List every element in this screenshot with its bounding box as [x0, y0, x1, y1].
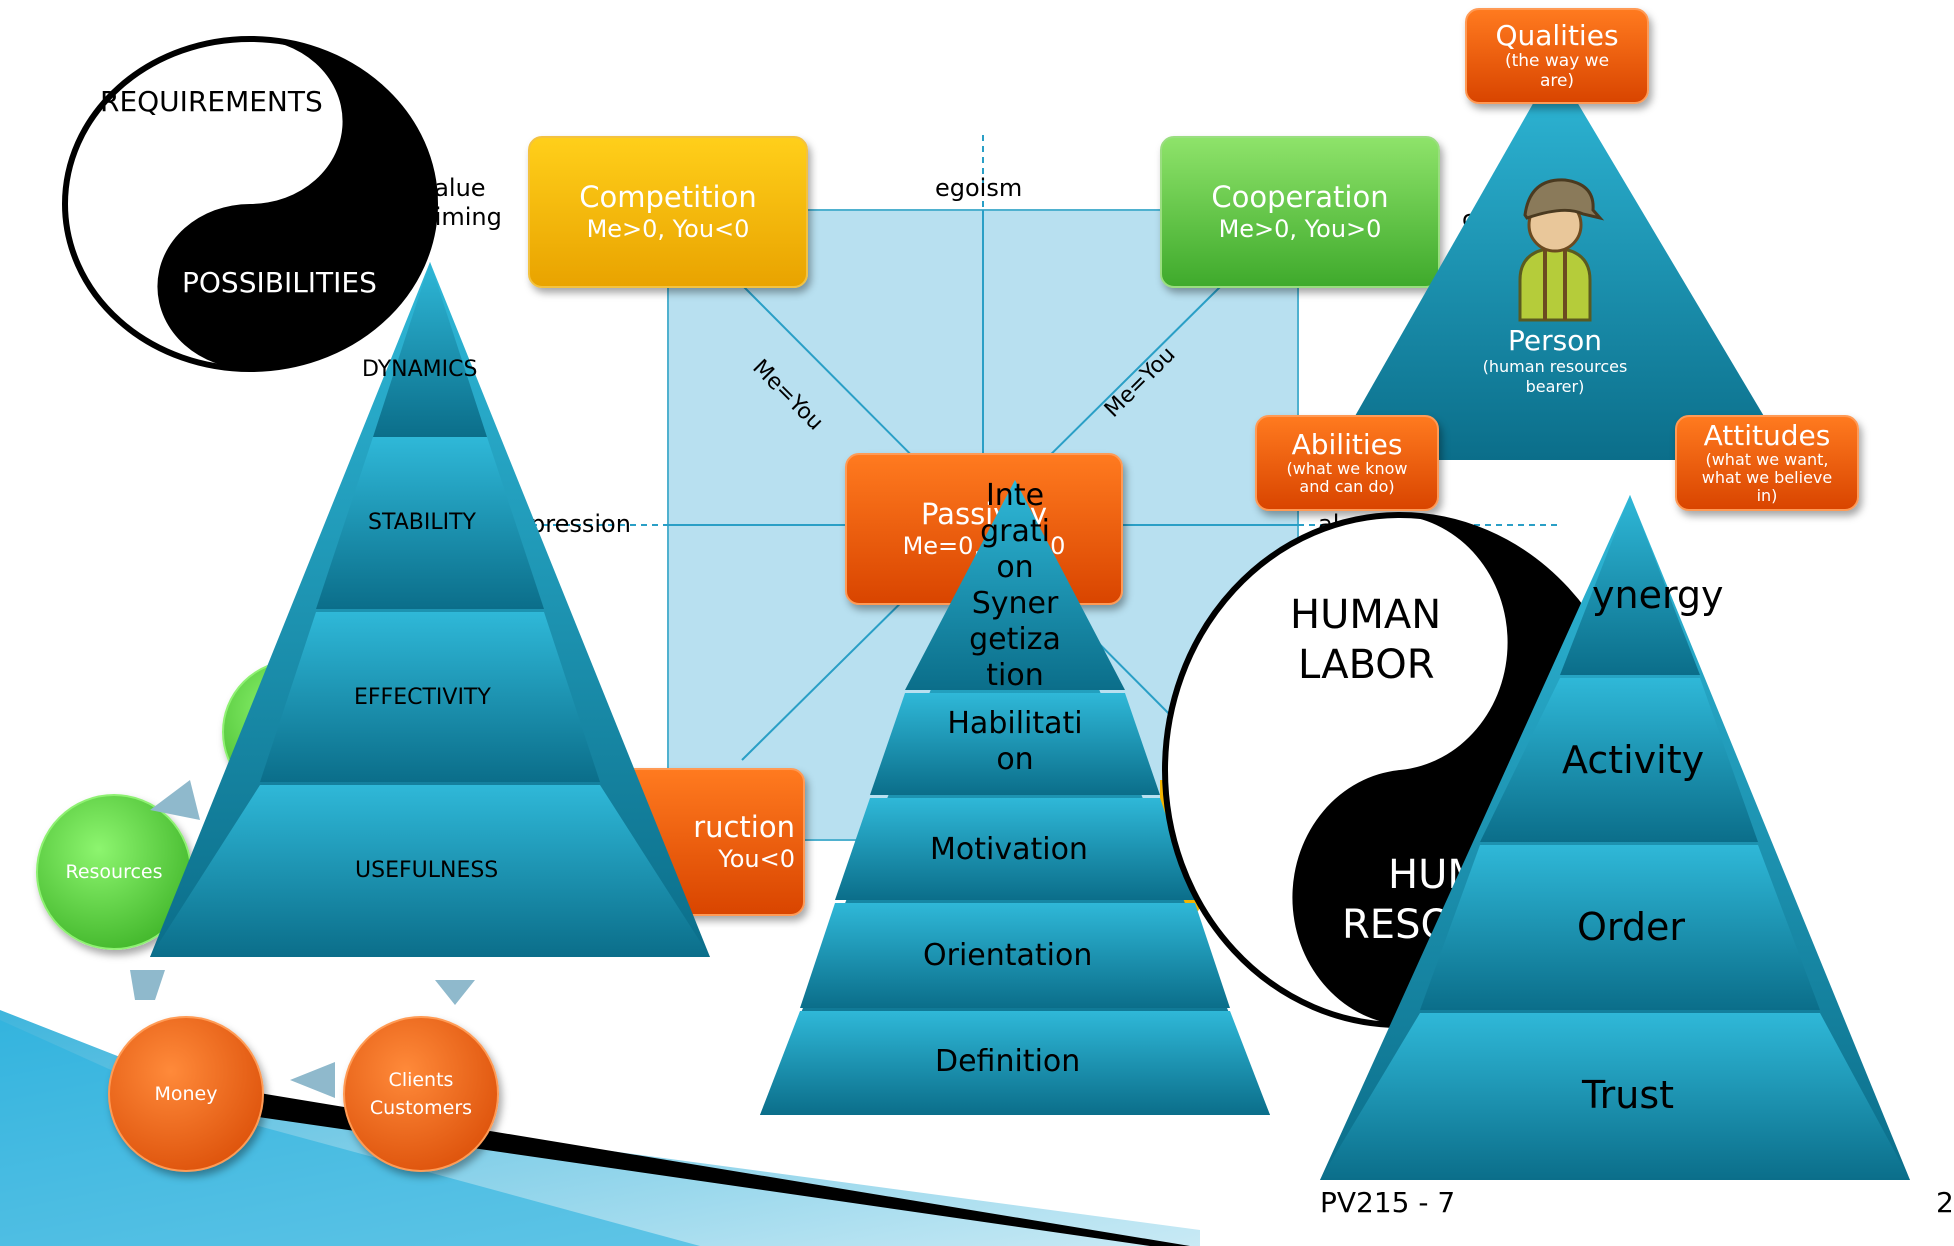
footer-course: PV215 - 7 [1320, 1186, 1456, 1219]
attitudes-sub-1: (what we want, [1705, 450, 1829, 469]
pyramid-left-level-3: EFFECTIVITY [354, 685, 491, 710]
human-labor-1: HUMAN [1290, 592, 1442, 638]
cycle-arrows [130, 780, 475, 1098]
right-level-order: Order [1577, 905, 1685, 949]
competition-box: Competition Me>0, You<0 [528, 136, 808, 288]
yin-yang-requirements [62, 36, 438, 372]
money-label: Money [154, 1083, 218, 1105]
center-level-integration-1: Inte [985, 478, 1045, 513]
person-title: Person [1507, 324, 1603, 357]
right-level-trust: Trust [1582, 1073, 1675, 1117]
center-level-habilitation-1: Habilitati [947, 706, 1083, 741]
center-level-integration-3: on [996, 550, 1034, 585]
person-sub-2: bearer) [1525, 377, 1585, 396]
qualities-sub-1: (the way we [1504, 51, 1610, 71]
center-level-synergetization-3: tion [986, 658, 1044, 693]
pyramid-left-level-4: USEFULNESS [355, 858, 499, 883]
cooperation-sub: Me>0, You>0 [1218, 215, 1382, 243]
possibilities-label: POSSIBILITIES [182, 266, 377, 299]
attitudes-sub-2: what we believe [1701, 468, 1833, 487]
center-level-habilitation: Habilitati on [905, 706, 1125, 778]
center-level-synergetization-1: Syner [971, 586, 1059, 621]
qualities-box: Qualities (the way we are) [1465, 8, 1649, 104]
cooperation-box: Cooperation Me>0, You>0 [1160, 136, 1440, 288]
resources-label: Resources [65, 861, 163, 883]
requirements-label: REQUIREMENTS [100, 85, 323, 118]
pyramid-left-level-1: DYNAMICS [362, 357, 478, 382]
right-level-activity: Activity [1562, 738, 1705, 782]
money-circle: Money [108, 1016, 264, 1172]
pyramid-left-level-2: STABILITY [368, 510, 476, 535]
competition-title: Competition [579, 180, 757, 214]
center-level-synergetization-2: getiza [969, 622, 1061, 657]
person-sub-1: (human resources [1482, 357, 1628, 376]
center-level-integration-2: grati [980, 514, 1050, 549]
qualities-title: Qualities [1495, 19, 1619, 52]
pyramid-right [1320, 495, 1910, 1180]
pyramid-left [150, 262, 710, 957]
clients-circle: Clients Customers [343, 1016, 499, 1172]
abilities-title: Abilities [1291, 428, 1403, 461]
abilities-sub-2: and can do) [1299, 477, 1395, 496]
abilities-sub-1: (what we know [1286, 459, 1408, 478]
destruction-title: ruction [693, 810, 795, 844]
qualities-sub-2: are) [1539, 71, 1575, 91]
pyramid-center-top-text: Inte grati on Syner getiza tion [955, 478, 1075, 694]
destruction-sub: You<0 [718, 845, 795, 873]
pyramid-center [760, 480, 1270, 1115]
competition-sub: Me>0, You<0 [586, 215, 750, 243]
center-level-motivation: Motivation [930, 832, 1088, 867]
right-level-synergy: ynergy [1592, 573, 1724, 617]
clients-label-1: Clients [388, 1069, 454, 1091]
person-label: Person (human resources bearer) [1450, 325, 1660, 397]
pression-label: pression [530, 510, 631, 538]
human-labor-2: LABOR [1298, 642, 1435, 688]
footer-page: 2 [1936, 1186, 1954, 1219]
person-icon [1518, 178, 1605, 322]
cooperation-title: Cooperation [1211, 180, 1389, 214]
center-level-habilitation-2: on [996, 742, 1034, 777]
attitudes-title: Attitudes [1703, 419, 1831, 452]
attitudes-sub-3: in) [1756, 486, 1778, 505]
egoism-label: egoism [935, 174, 1023, 202]
clients-label-2: Customers [369, 1097, 473, 1119]
abilities-box: Abilities (what we know and can do) [1255, 415, 1439, 511]
attitudes-box: Attitudes (what we want, what we believe… [1675, 415, 1859, 511]
center-level-definition: Definition [935, 1044, 1081, 1079]
center-level-orientation: Orientation [923, 938, 1093, 973]
